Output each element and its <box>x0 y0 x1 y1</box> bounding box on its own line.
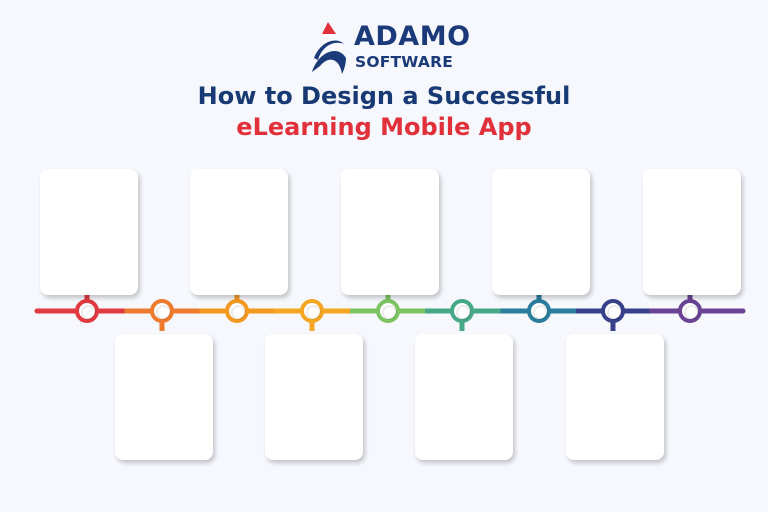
card-label-line: Design for <box>579 379 636 393</box>
card-tab <box>277 342 350 352</box>
card-tab <box>127 342 200 352</box>
step-card[interactable]: Design for minimalism <box>415 334 513 460</box>
timeline-node[interactable] <box>225 299 249 323</box>
page-title-line-2: eLearning Mobile App <box>236 113 532 141</box>
card-label-line: experience <box>656 248 718 262</box>
step-card[interactable]: Design for perspective <box>40 169 138 295</box>
adamo-logo-icon <box>312 22 346 74</box>
card-label-line: Design for <box>354 212 411 226</box>
timeline-node-shadow <box>607 305 622 320</box>
card-body: Design for micro-learning <box>345 177 434 285</box>
brand-name: ADAMO <box>354 21 471 52</box>
timeline-node[interactable] <box>150 299 174 323</box>
step-card[interactable]: Design for a gaming experience <box>643 169 741 295</box>
timeline-node[interactable] <box>450 299 474 323</box>
card-label: Design for a gaming experience <box>656 210 732 264</box>
card-body: Design based on user psychology <box>119 342 208 450</box>
timeline-node-shadow <box>306 305 321 320</box>
card-tab <box>655 177 728 187</box>
card-tab <box>578 342 651 352</box>
card-label-line: gaming <box>656 230 697 244</box>
card-label-line: Design for <box>428 379 485 393</box>
card-label-line: Design for a <box>656 212 724 226</box>
timeline-node-shadow <box>533 305 548 320</box>
step-card[interactable]: Design for convenience <box>492 169 590 295</box>
card-label-line: perspective <box>53 230 117 244</box>
card-label-line: the right age <box>278 397 348 411</box>
timeline-node-shadow <box>156 305 171 320</box>
card-label: Design for efficiency <box>579 377 655 413</box>
timeline-node[interactable] <box>678 299 702 323</box>
timeline-node-shadow <box>231 305 246 320</box>
card-tab <box>353 177 426 187</box>
card-label: Design for minimalism <box>428 377 504 413</box>
timeline-node-shadow <box>456 305 471 320</box>
timeline-node[interactable] <box>601 299 625 323</box>
card-label: Design for micro-learning <box>354 210 430 264</box>
step-card[interactable]: Design for efficiency <box>566 334 664 460</box>
card-label-line: minimalism <box>428 397 491 411</box>
page-title-line-1: How to Design a Successful <box>197 82 571 110</box>
card-body: Design for educators <box>194 177 283 285</box>
card-label: Design for perspective <box>53 210 129 246</box>
card-tab <box>427 342 500 352</box>
card-label-line: Design based <box>128 379 167 411</box>
timeline-node[interactable] <box>75 299 99 323</box>
timeline-node[interactable] <box>300 299 324 323</box>
card-label-line: micro- <box>354 230 389 244</box>
timeline-node-shadow <box>382 305 397 320</box>
step-card[interactable]: Design for educators <box>190 169 288 295</box>
timeline-node[interactable] <box>527 299 551 323</box>
card-label-line: on user <box>128 415 170 429</box>
card-label-line: Design for <box>278 379 335 393</box>
card-tab <box>504 177 577 187</box>
card-body: Design for a gaming experience <box>647 177 736 285</box>
brand-logo: ADAMO SOFTWARE <box>308 18 471 74</box>
card-label-line: Design for <box>203 212 260 226</box>
card-label-line: efficiency <box>579 397 631 411</box>
card-label-line: Design for <box>53 212 110 226</box>
card-label: Design based on user psychology <box>128 377 204 449</box>
card-body: Design for minimalism <box>419 342 508 450</box>
timeline-node-shadow <box>684 305 699 320</box>
step-card[interactable]: Design for micro-learning <box>341 169 439 295</box>
step-card[interactable]: Design for the right age <box>265 334 363 460</box>
card-tab <box>202 177 275 187</box>
card-body: Design for efficiency <box>570 342 659 450</box>
card-body: Design for perspective <box>44 177 133 285</box>
card-label-line: psychology <box>128 433 191 447</box>
card-label-line: convenience <box>505 230 576 244</box>
card-label-line: learning <box>354 248 399 262</box>
step-card[interactable]: Design based on user psychology <box>115 334 213 460</box>
timeline-node[interactable] <box>376 299 400 323</box>
card-body: Design for convenience <box>496 177 585 285</box>
card-label-line: educators <box>203 230 258 244</box>
card-label: Design for educators <box>203 210 279 246</box>
card-body: Design for the right age <box>269 342 358 450</box>
timeline-node-shadow <box>81 305 96 320</box>
card-label-line: Design for <box>505 212 562 226</box>
card-label: Design for the right age <box>278 377 354 413</box>
brand-subtitle: SOFTWARE <box>355 53 454 71</box>
card-tab <box>52 177 125 187</box>
card-label: Design for convenience <box>505 210 581 246</box>
